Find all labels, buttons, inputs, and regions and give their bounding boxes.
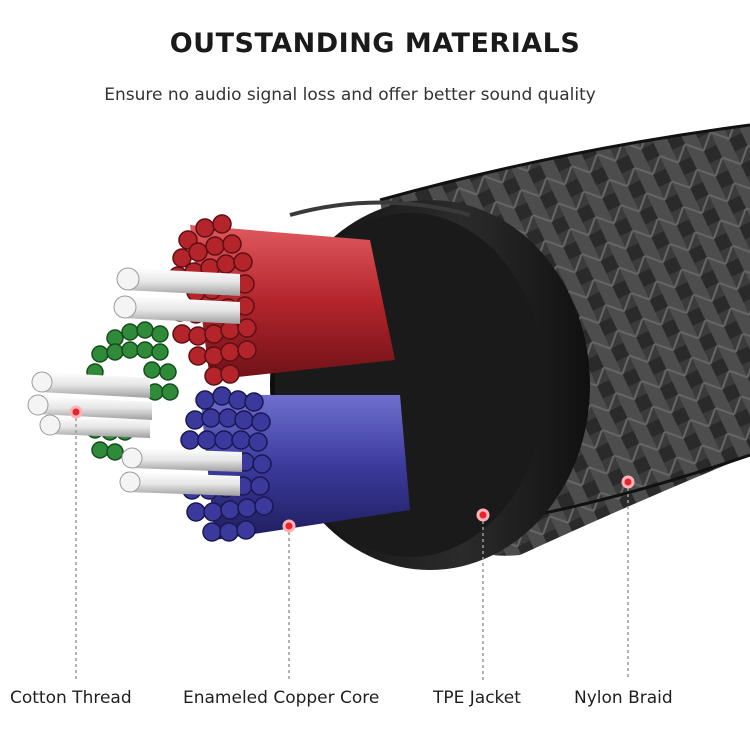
marker-nylon — [621, 475, 635, 489]
marker-cotton — [69, 405, 83, 419]
page-title: OUTSTANDING MATERIALS — [169, 28, 581, 59]
page-subtitle: Ensure no audio signal loss and offer be… — [104, 85, 596, 105]
marker-copper — [282, 519, 296, 533]
label-cotton-thread: Cotton Thread — [10, 688, 132, 708]
blue-copper-core-bundle — [180, 386, 410, 542]
green-strand-bundle — [86, 321, 179, 461]
red-copper-core-bundle — [168, 214, 395, 386]
white-cotton-threads — [27, 267, 242, 496]
label-enameled-copper-core: Enameled Copper Core — [183, 688, 380, 708]
label-tpe-jacket: TPE Jacket — [433, 688, 521, 708]
marker-tpe — [476, 508, 490, 522]
label-nylon-braid: Nylon Braid — [574, 688, 673, 708]
